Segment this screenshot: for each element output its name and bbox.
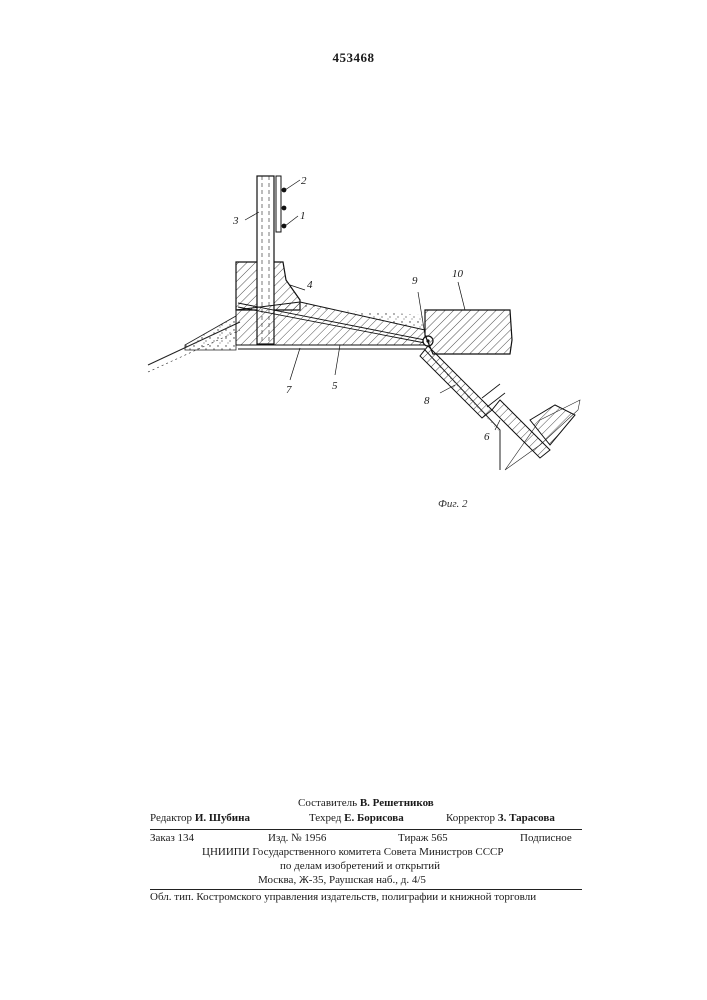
- composer-title: Составитель: [298, 797, 357, 809]
- subscription-note: Подписное: [520, 832, 572, 844]
- bolt-icon: [282, 206, 287, 211]
- editor-name: И. Шубина: [195, 812, 250, 824]
- printer-line: Обл. тип. Костромского управления издате…: [150, 891, 536, 903]
- label-8: 8: [424, 395, 430, 407]
- label-4: 4: [307, 279, 313, 291]
- label-10: 10: [452, 268, 464, 280]
- editor-line: Редактор И. Шубина: [150, 812, 250, 824]
- publisher-address: Москва, Ж-35, Раушская наб., д. 4/5: [258, 874, 426, 886]
- corrector-title: Корректор: [446, 812, 495, 824]
- editor-title: Редактор: [150, 812, 192, 824]
- technical-drawing-figure-2: 2 1 3 4 5 6 7 8 9 10 Фиг. 2: [0, 0, 707, 560]
- divider-top: [150, 829, 582, 830]
- composer-name: В. Решетников: [360, 797, 434, 809]
- road-slab: [425, 310, 512, 354]
- label-9: 9: [412, 275, 418, 287]
- print-run: Тираж 565: [398, 832, 448, 844]
- figure-caption: Фиг. 2: [438, 498, 468, 510]
- label-2: 2: [301, 175, 307, 187]
- corrector-line: Корректор З. Тарасова: [446, 812, 555, 824]
- bolt-icon: [282, 188, 287, 193]
- techred-title: Техред: [309, 812, 341, 824]
- edition-number: Изд. № 1956: [268, 832, 326, 844]
- techred-name: Е. Борисова: [344, 812, 404, 824]
- label-5: 5: [332, 380, 338, 392]
- label-7: 7: [286, 384, 292, 396]
- publisher-line-2: по делам изобретений и открытий: [280, 860, 440, 872]
- publisher-line-1: ЦНИИПИ Государственного комитета Совета …: [202, 846, 504, 858]
- composer-line: Составитель В. Решетников: [298, 797, 434, 809]
- divider-bottom: [150, 889, 582, 890]
- label-6: 6: [484, 431, 490, 443]
- label-1: 1: [300, 210, 306, 222]
- techred-line: Техред Е. Борисова: [309, 812, 404, 824]
- bolt-icon: [282, 224, 287, 229]
- corrector-name: З. Тарасова: [498, 812, 555, 824]
- soil-fill-left: [185, 316, 236, 350]
- label-3: 3: [232, 215, 239, 227]
- barrier-element: [276, 176, 286, 232]
- order-number: Заказ 134: [150, 832, 194, 844]
